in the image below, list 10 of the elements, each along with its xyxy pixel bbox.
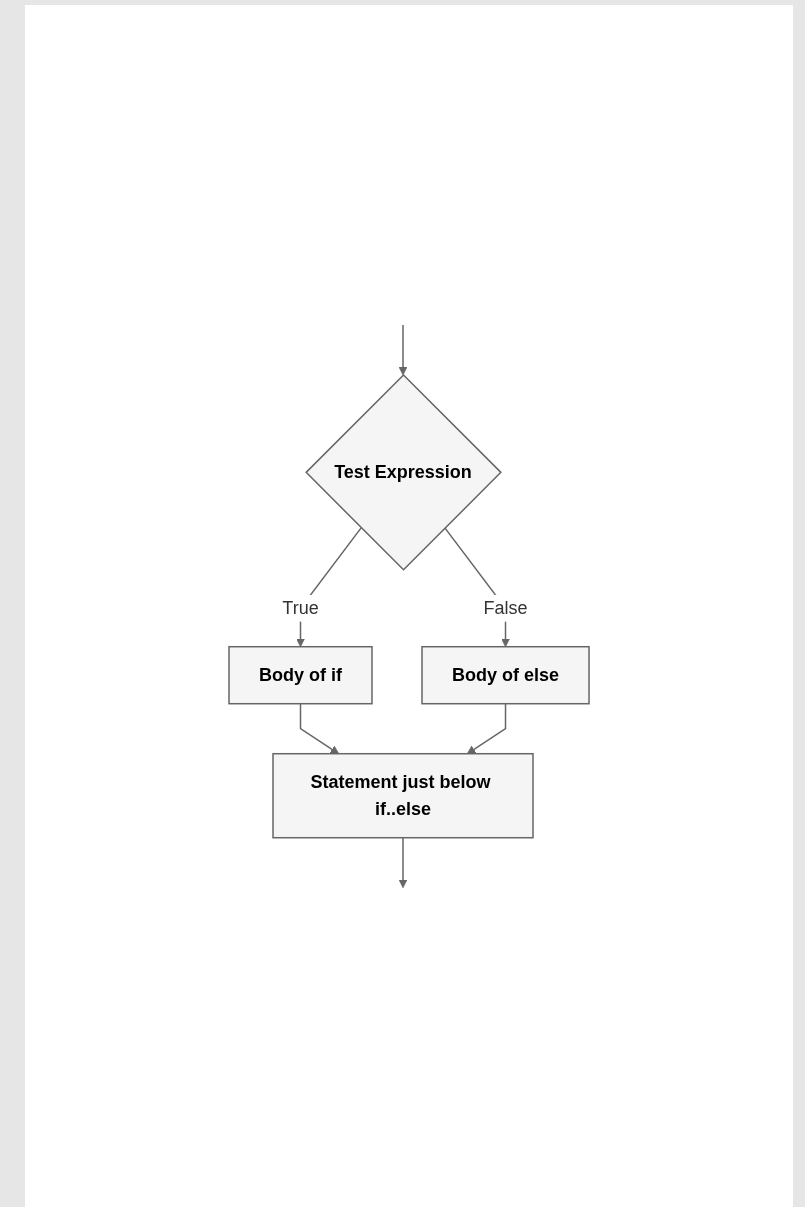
- arrow: [398, 836, 408, 888]
- node-box: Statement just below if..else: [272, 752, 534, 839]
- node-box: Body of if: [228, 645, 373, 705]
- arrow: [299, 702, 340, 754]
- arrow: [466, 702, 507, 754]
- edge-label: True: [282, 597, 319, 618]
- edge-label: False: [483, 597, 528, 618]
- arrow: [398, 323, 408, 376]
- node-diamond: Test Expression: [305, 373, 502, 571]
- node-box: Body of else: [421, 645, 590, 705]
